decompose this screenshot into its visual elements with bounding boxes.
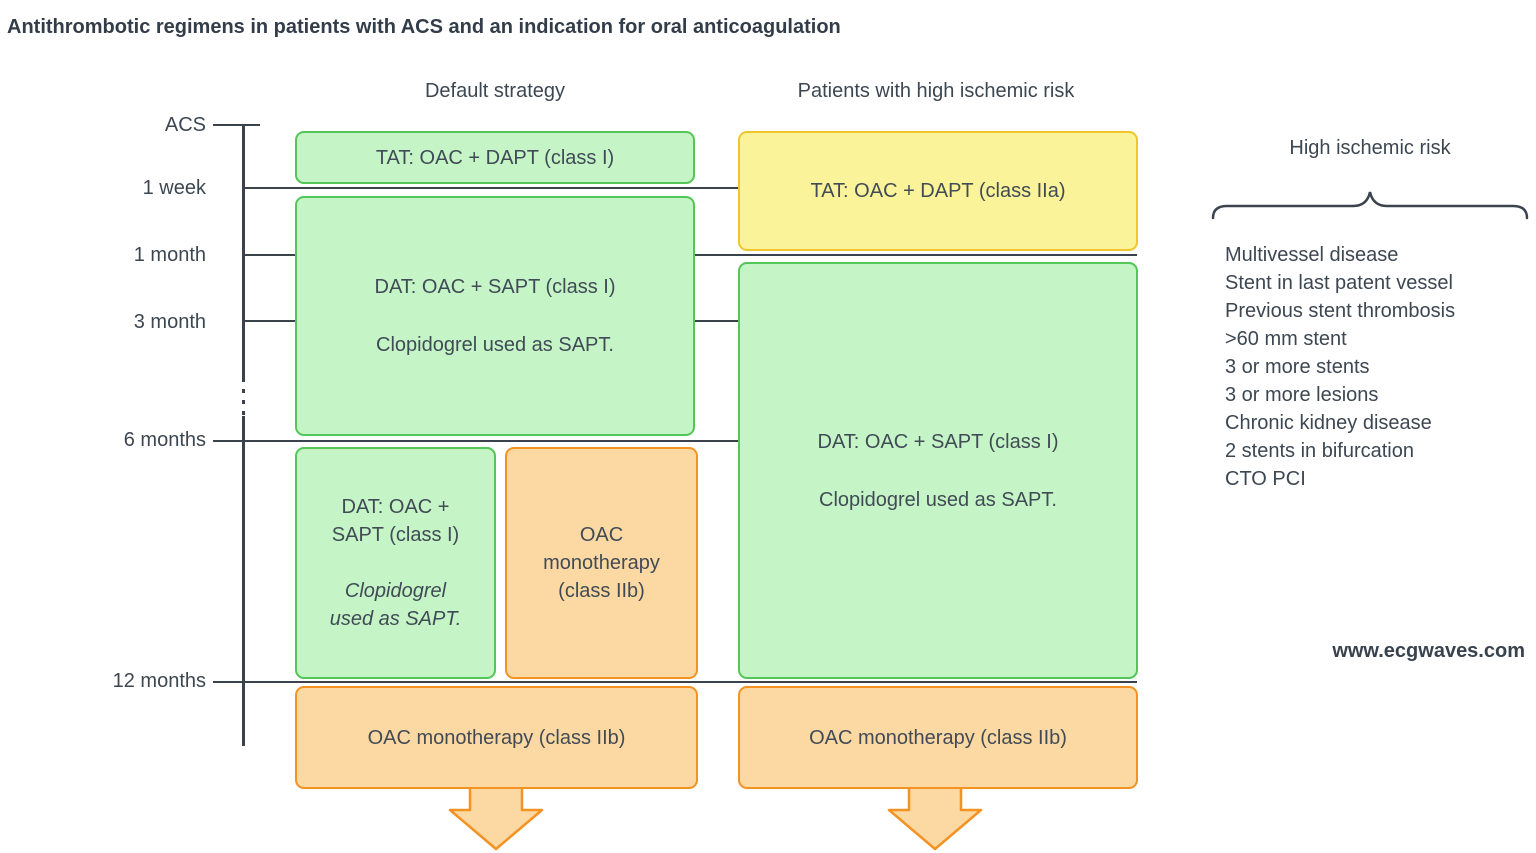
box-dat-6-to-12-line1: DAT: OAC + xyxy=(341,496,450,518)
tick-label-12-months: 12 months xyxy=(112,670,206,692)
box-dat-6-to-12: DAT: OAC + SAPT (class I) Clopidogrel us… xyxy=(295,447,496,679)
risk-item: CTO PCI xyxy=(1225,468,1306,490)
timeline-axis-upper xyxy=(242,124,245,378)
box-oac-mono-after-12-high-risk: OAC monotherapy (class IIb) xyxy=(738,686,1138,789)
brace-icon xyxy=(1211,191,1529,220)
box-tat-high-risk-label: TAT: OAC + DAPT (class IIa) xyxy=(810,180,1066,202)
box-oac-mono-after-12-default: OAC monotherapy (class IIb) xyxy=(295,686,698,789)
box-dat-high-risk: DAT: OAC + SAPT (class I) Clopidogrel us… xyxy=(738,262,1138,679)
tick-label-1-month: 1 month xyxy=(133,244,206,266)
box-oac-mono-6-to-12: OAC monotherapy (class IIb) xyxy=(505,447,698,679)
website-label: www.ecgwaves.com xyxy=(1332,640,1525,662)
tick-label-1-week: 1 week xyxy=(142,177,206,199)
box-oac-mono-6-to-12-line2: monotherapy xyxy=(543,552,660,574)
risk-factor-list: Multivessel disease Stent in last patent… xyxy=(1225,241,1455,493)
risk-item: Stent in last patent vessel xyxy=(1225,272,1453,294)
down-arrow-icon xyxy=(448,782,544,851)
down-arrow-icon xyxy=(887,782,983,851)
column-header-default-strategy: Default strategy xyxy=(424,80,566,102)
risk-item: Chronic kidney disease xyxy=(1225,412,1432,434)
risk-item: 2 stents in bifurcation xyxy=(1225,440,1414,462)
box-oac-mono-6-to-12-label: OAC monotherapy (class IIb) xyxy=(543,521,660,605)
tick-line-12-months xyxy=(213,681,1137,683)
box-dat-6-to-12-line2: SAPT (class I) xyxy=(331,524,460,546)
risk-item: 3 or more stents xyxy=(1225,356,1370,378)
tick-line-6-months xyxy=(213,440,738,442)
risk-panel-title: High ischemic risk xyxy=(1289,137,1451,159)
timeline-axis-lower xyxy=(242,416,245,746)
tick-label-3-month: 3 month xyxy=(133,311,206,333)
box-dat-high-risk-line2: Clopidogrel used as SAPT. xyxy=(819,488,1057,511)
box-dat-high-risk-line1: DAT: OAC + SAPT (class I) xyxy=(817,430,1059,453)
box-dat-6-to-12-label: DAT: OAC + SAPT (class I) xyxy=(332,493,459,549)
box-dat-default-line1: DAT: OAC + SAPT (class I) xyxy=(374,276,616,298)
box-dat-default: DAT: OAC + SAPT (class I) Clopidogrel us… xyxy=(295,196,695,436)
box-tat-high-risk: TAT: OAC + DAPT (class IIa) xyxy=(738,131,1138,251)
box-dat-6-to-12-note-line2: used as SAPT. xyxy=(329,608,462,630)
timeline-axis-dotted xyxy=(242,378,245,416)
box-dat-6-to-12-note: Clopidogrel used as SAPT. xyxy=(330,577,462,633)
tick-line-1-week xyxy=(243,187,738,189)
tick-line-acs xyxy=(213,124,260,126)
tick-label-6-months: 6 months xyxy=(123,429,206,451)
box-oac-mono-6-to-12-line1: OAC xyxy=(579,524,624,546)
box-tat-default: TAT: OAC + DAPT (class I) xyxy=(295,131,695,184)
box-tat-default-label: TAT: OAC + DAPT (class I) xyxy=(375,146,615,169)
box-oac-mono-6-to-12-line3: (class IIb) xyxy=(558,580,645,602)
box-oac-mono-after-12-default-label: OAC monotherapy (class IIb) xyxy=(367,726,626,749)
risk-item: >60 mm stent xyxy=(1225,328,1347,350)
risk-item: Multivessel disease xyxy=(1225,244,1399,266)
column-header-high-ischemic-risk: Patients with high ischemic risk xyxy=(797,80,1075,102)
risk-item: 3 or more lesions xyxy=(1225,384,1379,406)
page-title: Antithrombotic regimens in patients with… xyxy=(7,16,841,38)
tick-label-acs: ACS xyxy=(164,114,206,136)
box-oac-mono-after-12-high-risk-label: OAC monotherapy (class IIb) xyxy=(809,726,1067,749)
box-dat-default-line2: Clopidogrel used as SAPT. xyxy=(376,334,614,356)
box-dat-6-to-12-note-line1: Clopidogrel xyxy=(344,580,447,602)
risk-item: Previous stent thrombosis xyxy=(1225,300,1456,322)
